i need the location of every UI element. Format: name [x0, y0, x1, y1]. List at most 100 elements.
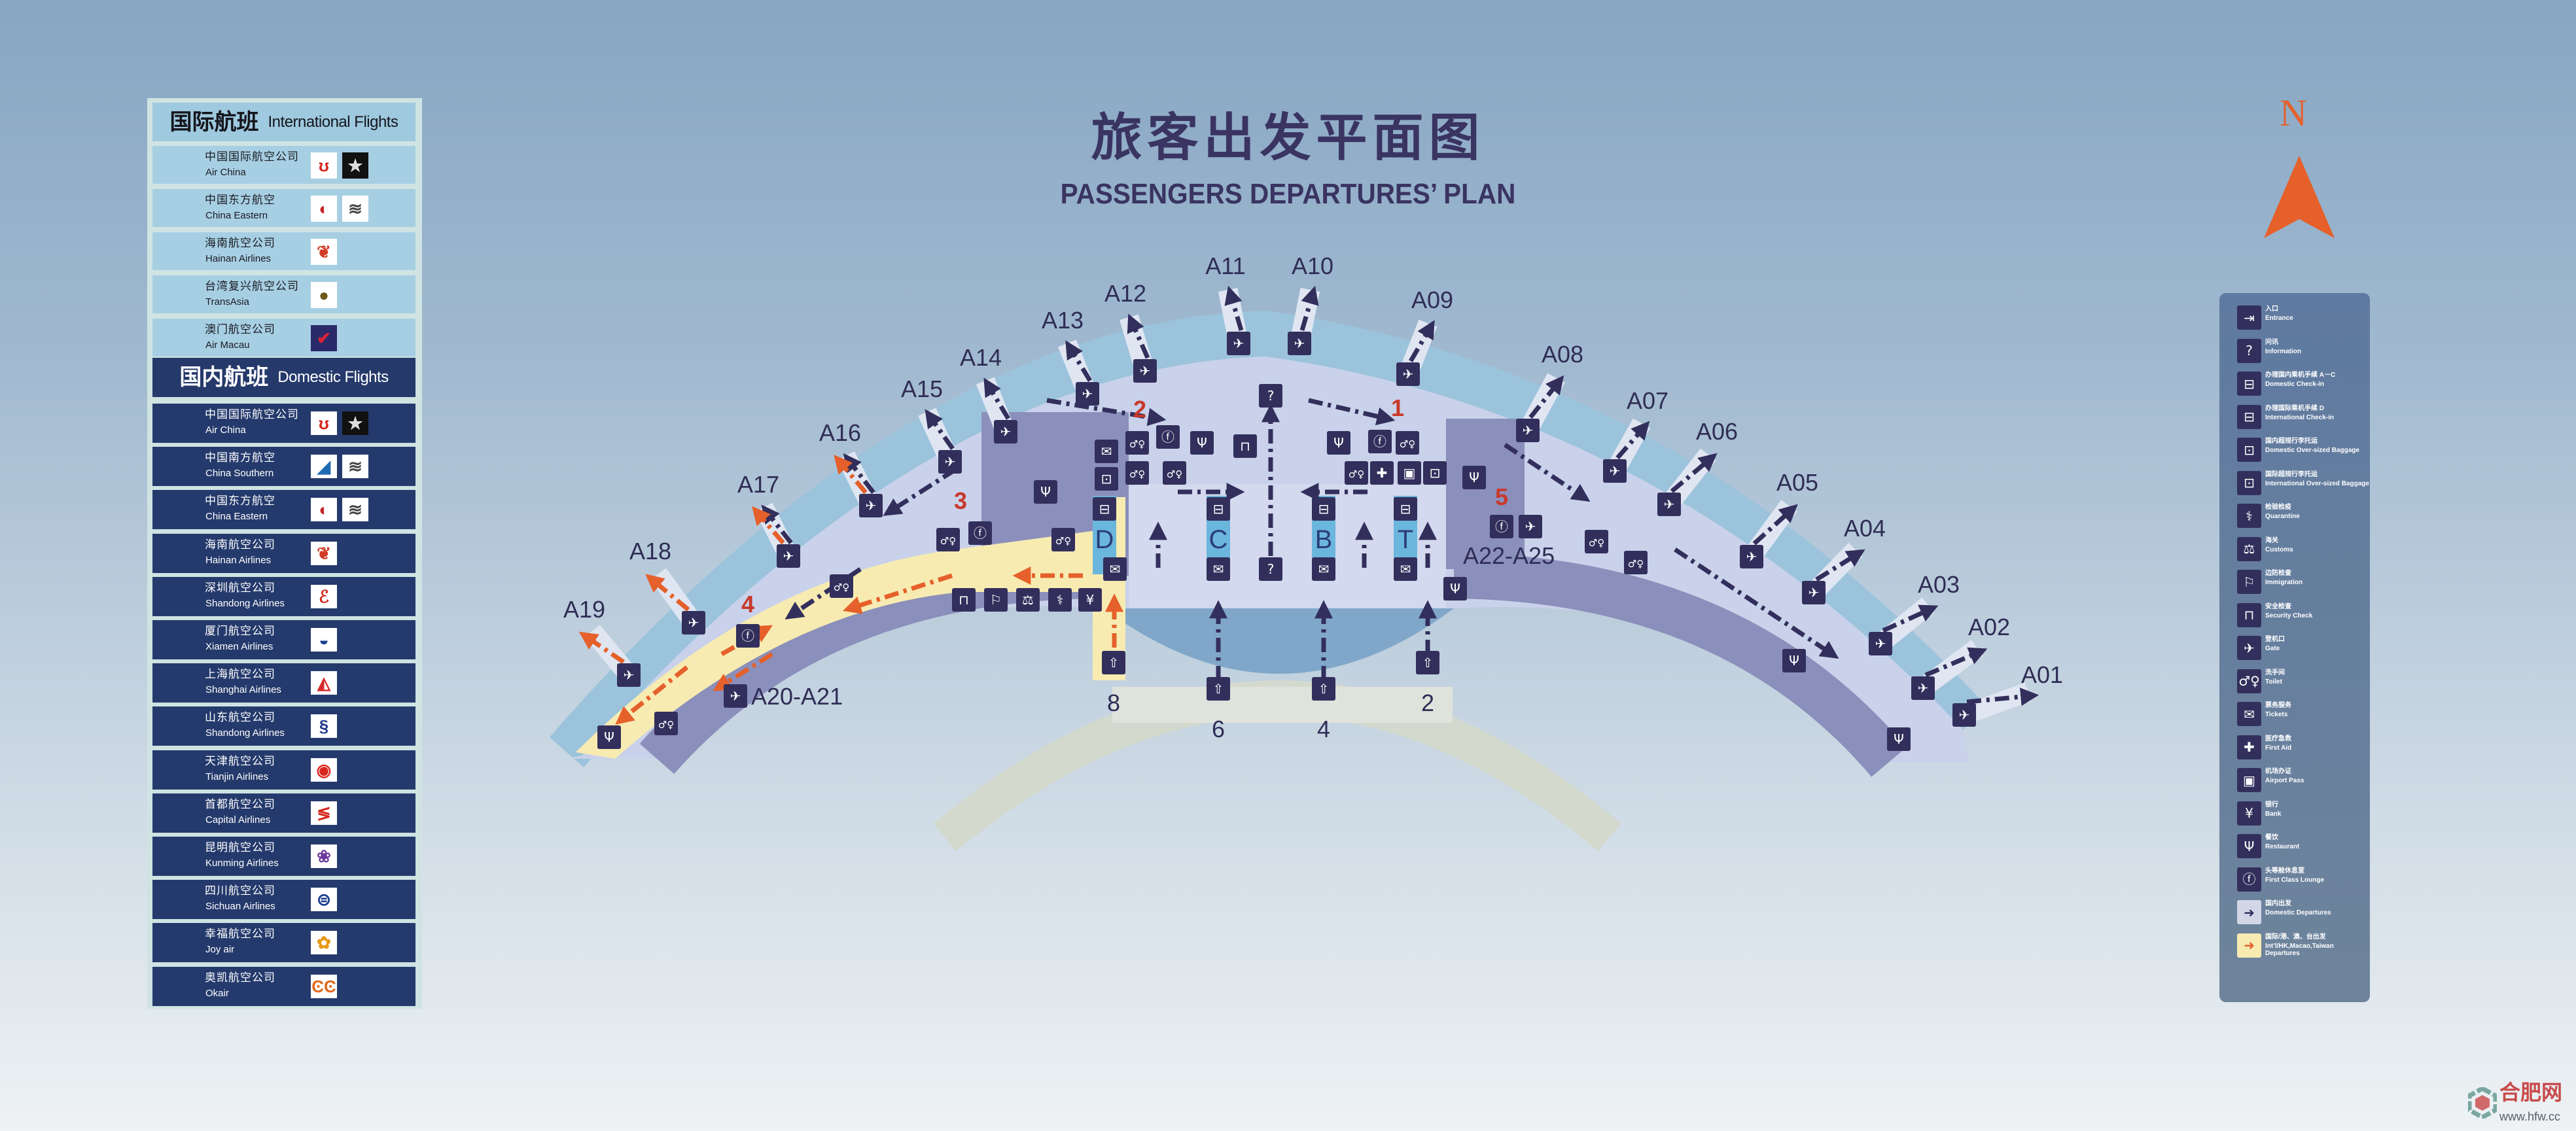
legend-label-en: First Class Lounge — [2265, 876, 2325, 884]
svg-text:?: ? — [1267, 561, 1275, 577]
restaurant-icon: Ψ — [1887, 727, 1911, 751]
restaurant-icon: Ψ — [1034, 480, 1057, 504]
checkin-icon: ⊟ — [2237, 404, 2261, 429]
gate-label: A08 — [1542, 341, 1583, 368]
toilet-icon: ♂♀ — [936, 528, 960, 551]
bank-icon: ¥ — [1078, 588, 1102, 612]
svg-text:✈: ✈ — [1959, 707, 1970, 723]
svg-text:♂♀: ♂♀ — [1167, 468, 1182, 480]
legend-label-cn: 办理国际乘机手续 D — [2265, 404, 2324, 412]
first-class-lounge-icon: ⓕ — [736, 624, 760, 648]
gate-group-label: A22-A25 — [1463, 542, 1555, 569]
checkin-counter-label: B — [1315, 525, 1333, 554]
gate-icon: ✈ — [1519, 515, 1542, 538]
legend-label-en: International Over-sized Baggage — [2265, 479, 2369, 487]
international-flights-heading: 国际航班 International Flights — [152, 103, 415, 141]
airline-name-cn: 海南航空公司 — [205, 538, 275, 551]
toilet-icon: ♂♀ — [1345, 461, 1368, 485]
svg-text:✈: ✈ — [1525, 519, 1536, 534]
checkin-icon: ⊟ — [1093, 497, 1116, 521]
gate-icon: ✈ — [2237, 636, 2261, 660]
tickets-icon: ✉ — [1095, 440, 1118, 463]
airline-name-cn: 中国东方航空 — [205, 194, 275, 206]
svg-text:⚐: ⚐ — [990, 592, 1002, 608]
svg-text:⊟: ⊟ — [1213, 501, 1224, 517]
joy-air-logo: ✿ — [311, 931, 337, 955]
svg-text:⇧: ⇧ — [1422, 655, 1434, 670]
okair-logo: ϾϾ — [311, 974, 337, 998]
xiamen-airlines-logo: ◒ — [311, 628, 337, 652]
svg-text:✈: ✈ — [1610, 463, 1621, 479]
checkin-counter-label: C — [1209, 525, 1228, 554]
airline-row: 厦门航空公司 Xiamen Airlines ◒ — [152, 620, 415, 659]
svg-text:♂♀: ♂♀ — [1589, 537, 1604, 549]
svg-text:✚: ✚ — [1377, 465, 1388, 481]
map-entrance-icon: ⇧ — [1207, 677, 1230, 701]
first-class-lounge-icon: ⓕ — [2237, 867, 2261, 892]
toilet-icon: ♂♀ — [830, 574, 853, 598]
security-check-icon: ⊓ — [952, 588, 976, 612]
hainan-airlines-logo: ❦ — [311, 541, 337, 565]
oversized-baggage-icon: ⊡ — [2237, 470, 2261, 495]
domestic-flights-heading: 国内航班 Domestic Flights — [152, 358, 415, 397]
domestic-route-arrow — [1615, 421, 1650, 460]
airline-name-cn: 四川航空公司 — [205, 884, 275, 897]
star-alliance-logo: ★ — [342, 411, 368, 435]
airline-name-cn: 奥凯航空公司 — [205, 971, 275, 984]
gate-icon: ✈ — [1516, 419, 1540, 442]
gate-icon: ✈ — [724, 684, 747, 708]
skyteam-logo: ≋ — [342, 498, 368, 522]
international-corridor — [576, 527, 1125, 759]
svg-text:Ψ: Ψ — [1789, 653, 1799, 669]
svg-text:⇧: ⇧ — [1108, 655, 1120, 670]
legend-label-cn: 洗手间 — [2265, 669, 2285, 676]
airline-name-cn: 中国南方航空 — [205, 451, 275, 464]
airline-name-cn: 中国国际航空公司 — [205, 150, 299, 163]
airline-name-en: China Southern — [205, 468, 274, 479]
checkin-icon: ⊟ — [2237, 372, 2261, 396]
international-walk-arrow — [713, 652, 773, 691]
gate-icon: ✈ — [1603, 459, 1627, 483]
svg-text:⇧: ⇧ — [1213, 681, 1224, 697]
svg-text:ⓕ: ⓕ — [1161, 429, 1174, 445]
information-icon: ? — [1259, 384, 1282, 408]
legend-label-cn: 检验检疫 — [2265, 504, 2291, 511]
gate-icon: ✈ — [1227, 332, 1250, 355]
legend-label-en: Immigration — [2265, 579, 2303, 586]
legend-label-cn: 国际超规行李托运 — [2265, 470, 2318, 478]
restaurant-icon: Ψ — [1327, 431, 1350, 455]
capital-airlines-logo: ≶ — [311, 801, 337, 825]
gate-icon: ✈ — [1657, 493, 1681, 516]
gate-label: A18 — [629, 538, 671, 565]
airline-name-en: Xiamen Airlines — [205, 641, 273, 652]
domestic-walk-arrow — [1674, 548, 1839, 659]
toilet-icon: ♂♀ — [654, 712, 678, 735]
entrance-number: 2 — [1421, 689, 1434, 716]
legend-label-en: International Check-in — [2265, 413, 2335, 421]
airline-name-cn: 厦门航空公司 — [205, 625, 275, 637]
domestic-route-arrow — [1752, 504, 1798, 546]
restaurant-icon: Ψ — [2237, 834, 2261, 858]
curbside-canopy — [1104, 608, 1454, 674]
watermark-url: www.hfw.cc — [2499, 1110, 2561, 1123]
domestic-walk-arrow — [1504, 443, 1591, 502]
airline-name-en: Tianjin Airlines — [205, 771, 269, 782]
toilet-icon: ♂♀ — [1051, 528, 1075, 551]
first-class-lounge-icon: ⓕ — [1156, 425, 1180, 449]
first-aid-icon: ✚ — [1370, 461, 1394, 485]
legend-label-en: Bank — [2265, 810, 2282, 818]
svg-text:✈: ✈ — [1403, 366, 1414, 382]
legend-label-en: Toilet — [2265, 678, 2282, 686]
svg-text:✈: ✈ — [1294, 336, 1305, 351]
legend-label-cn: 医疗急救 — [2265, 735, 2291, 742]
oversized-baggage-icon: ⊡ — [1423, 461, 1447, 485]
waypoint-number: 4 — [741, 591, 754, 618]
